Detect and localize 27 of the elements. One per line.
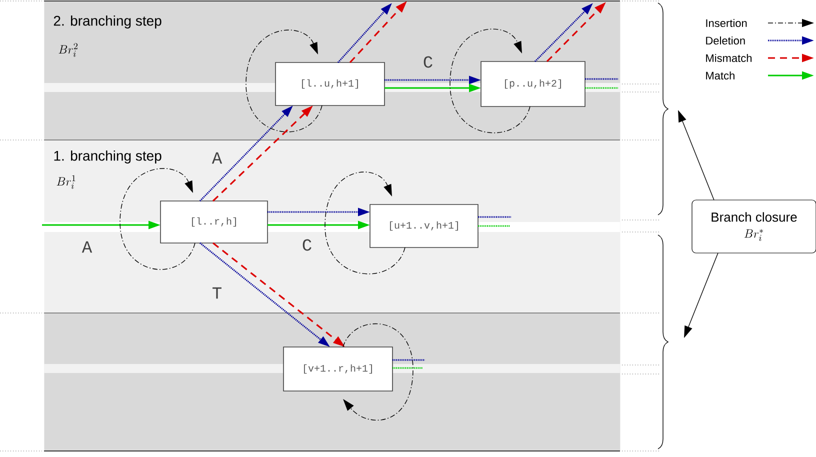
edge-stub	[478, 225, 510, 227]
state-box: [l..u,h+1]	[275, 62, 385, 106]
edge-label: C	[300, 238, 314, 252]
state-box: [l..r,h]	[160, 200, 268, 244]
insertion-loop	[342, 323, 414, 420]
band-title: 2. branching step	[54, 15, 162, 29]
state-box: [u+1..v,h+1]	[370, 204, 478, 248]
edge-stub	[478, 216, 511, 218]
insertion-loop	[120, 168, 196, 270]
state-box: [p..u,h+2]	[480, 61, 586, 107]
edge-stub	[585, 87, 618, 89]
closure-box: Branch closure $Br_i^*$	[692, 200, 816, 254]
edge-stub	[392, 359, 425, 361]
edge-stub	[392, 367, 423, 369]
band-title: 1. branching step	[54, 150, 162, 164]
band-formula: $Br_i^1$	[56, 175, 76, 189]
legend-label: Match	[706, 71, 734, 80]
band-formula: $Br_i^2$	[58, 43, 78, 57]
legend-label: Mismatch	[706, 54, 752, 62]
insertion-loop	[246, 30, 322, 132]
insertion-loop	[324, 172, 406, 274]
legend-label: Deletion	[706, 36, 745, 45]
insertion-loop	[450, 28, 530, 134]
edge-stub	[585, 78, 618, 80]
edge-label: C	[422, 55, 434, 69]
state-box: [v+1..r,h+1]	[283, 346, 393, 392]
legend-label: Insertion	[706, 18, 747, 28]
